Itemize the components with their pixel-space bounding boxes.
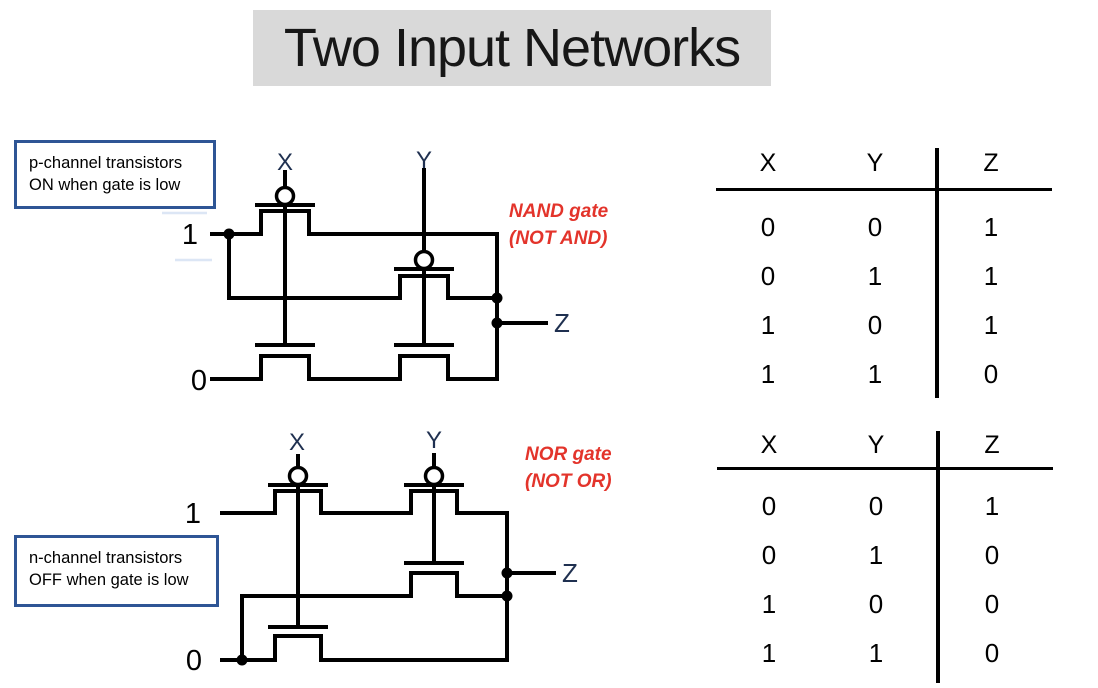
table-cell: 0 [867, 212, 883, 242]
caption-line: NOR gate [525, 444, 612, 465]
nand-truth-table: X Y Z 0 0 1 0 1 1 1 0 1 1 1 0 [716, 138, 1052, 404]
nor-main-wire [220, 489, 509, 662]
column-header-y: Y [866, 148, 884, 177]
nor-rail-low-label: 0 [186, 645, 202, 677]
nand-pullup-wire [210, 209, 499, 381]
nand-circuit: X Y Z 1 0 [162, 147, 570, 397]
column-header-z: Z [983, 148, 999, 177]
table-cell: 0 [984, 589, 1000, 619]
nor-nmos-y-branch-wire [240, 571, 509, 662]
caption-line: NAND gate [509, 201, 609, 222]
nor-circuit: X Y Z 1 0 [185, 427, 578, 677]
table-cell: 0 [868, 491, 884, 521]
table-cell: 1 [983, 212, 999, 242]
table-output-divider [936, 431, 940, 683]
table-cell: 1 [984, 491, 1000, 521]
nor-rail-high-label: 1 [185, 498, 201, 530]
junction-dot [501, 567, 513, 579]
nor-caption: NOR gate (NOT OR) [525, 441, 612, 495]
table-cell: 1 [761, 638, 777, 668]
pmos-bubble-icon [413, 249, 435, 271]
table-row: 0 0 1 [716, 203, 1052, 252]
table-row: 1 0 0 [717, 580, 1053, 629]
table-cell: 1 [867, 359, 883, 389]
note-p-channel: p-channel transistors ON when gate is lo… [14, 140, 216, 209]
table-header-row: X Y Z [716, 138, 1052, 191]
column-header-x: X [759, 148, 777, 177]
table-cell: 0 [867, 310, 883, 340]
nand-input-x-label: X [277, 149, 293, 176]
table-cell: 1 [867, 261, 883, 291]
caption-line: (NOT OR) [525, 471, 612, 492]
table-cell: 1 [868, 540, 884, 570]
table-output-divider [935, 148, 939, 398]
table-cell: 0 [761, 491, 777, 521]
column-header-x: X [760, 431, 778, 459]
nand-input-y-label: Y [416, 147, 432, 174]
table-cell: 0 [760, 261, 776, 291]
table-cell: 0 [984, 638, 1000, 668]
page-title: Two Input Networks [253, 10, 771, 86]
table-cell: 1 [760, 359, 776, 389]
table-body: 0 0 1 0 1 1 1 0 1 1 1 0 [716, 191, 1052, 399]
note-line: n-channel transistors [29, 549, 183, 567]
table-cell: 0 [868, 589, 884, 619]
pmos-bubble-icon [274, 185, 296, 207]
table-row: 1 1 0 [716, 350, 1052, 399]
nand-rail-low-label: 0 [191, 365, 207, 397]
note-line: ON when gate is low [29, 176, 181, 194]
table-row: 1 0 1 [716, 301, 1052, 350]
pmos-bubble-icon [423, 465, 445, 487]
nand-output-z-label: Z [554, 308, 570, 338]
junction-dot [491, 292, 503, 304]
junction-dot [223, 228, 235, 240]
table-row: 0 1 0 [717, 531, 1053, 580]
pmos-bubble-icon [287, 465, 309, 487]
table-body: 0 0 1 0 1 0 1 0 0 1 1 0 [717, 470, 1053, 678]
table-cell: 0 [983, 359, 999, 389]
table-row: 0 1 1 [716, 252, 1052, 301]
nor-output-z-label: Z [562, 558, 578, 588]
junction-dot [491, 317, 503, 329]
table-cell: 1 [868, 638, 884, 668]
junction-dot [501, 590, 513, 602]
nand-pmos-y-branch-wire [227, 232, 499, 300]
table-cell: 0 [761, 540, 777, 570]
note-line: OFF when gate is low [29, 571, 189, 589]
nand-pulldown-wire [210, 354, 499, 381]
caption-line: (NOT AND) [509, 228, 608, 249]
nor-truth-table: X Y Z 0 0 1 0 1 0 1 0 0 1 1 0 [717, 424, 1053, 688]
column-header-y: Y [867, 431, 885, 459]
table-cell: 1 [983, 261, 999, 291]
table-cell: 1 [761, 589, 777, 619]
table-cell: 0 [984, 540, 1000, 570]
column-header-z: Z [984, 431, 1000, 459]
table-cell: 1 [983, 310, 999, 340]
note-line: p-channel transistors [29, 154, 183, 172]
nand-rail-high-label: 1 [182, 219, 198, 251]
table-header-row: X Y Z [717, 424, 1053, 470]
note-n-channel: n-channel transistors OFF when gate is l… [14, 535, 219, 607]
nor-input-x-label: X [289, 429, 305, 456]
table-row: 0 0 1 [717, 482, 1053, 531]
table-cell: 1 [760, 310, 776, 340]
table-cell: 0 [760, 212, 776, 242]
table-row: 1 1 0 [717, 629, 1053, 678]
nand-caption: NAND gate (NOT AND) [509, 198, 608, 252]
nor-input-y-label: Y [426, 427, 442, 454]
junction-dot [236, 654, 248, 666]
